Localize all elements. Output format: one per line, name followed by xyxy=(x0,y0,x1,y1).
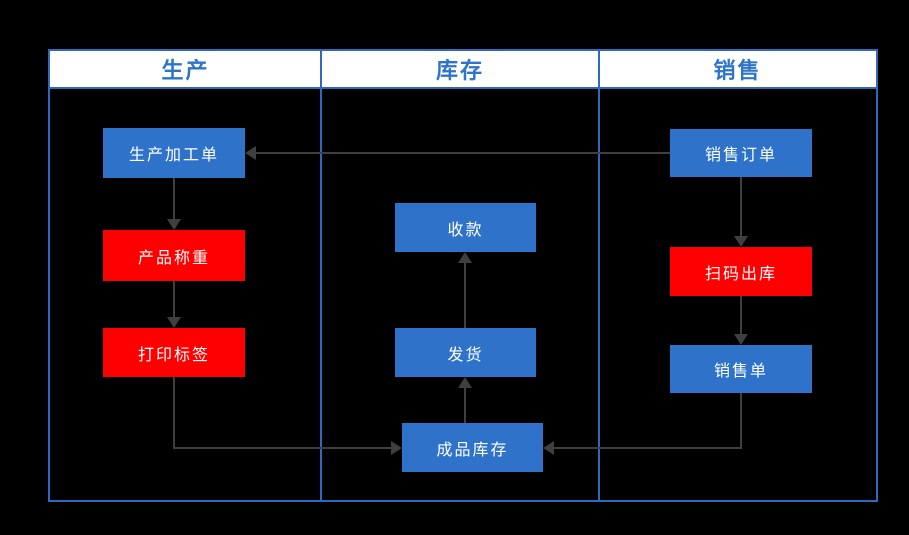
lane-header-sales: 销售 xyxy=(599,51,876,87)
node-scan-outbound: 扫码出库 xyxy=(670,247,812,296)
lane-header-inventory: 库存 xyxy=(321,51,599,87)
node-product-weighing-label: 产品称重 xyxy=(137,249,210,267)
node-receive-payment-label: 收款 xyxy=(447,221,484,239)
node-scan-outbound-label: 扫码出库 xyxy=(704,265,777,283)
node-ship-goods: 发货 xyxy=(395,328,536,377)
node-finished-inventory: 成品库存 xyxy=(402,423,543,472)
node-sales-order: 销售订单 xyxy=(670,129,812,177)
node-sales-order-label: 销售订单 xyxy=(704,147,777,164)
node-production-order: 生产加工单 xyxy=(103,128,245,178)
lane-divider-inventory-sales xyxy=(598,51,600,500)
node-product-weighing: 产品称重 xyxy=(103,230,245,281)
node-sales-receipt-label: 销售单 xyxy=(713,363,768,380)
node-print-label-label: 打印标签 xyxy=(137,346,210,364)
node-ship-goods-label: 发货 xyxy=(447,346,484,364)
lane-header-inventory-label: 库存 xyxy=(435,58,484,83)
node-sales-receipt: 销售单 xyxy=(670,345,812,393)
node-print-label: 打印标签 xyxy=(103,328,245,377)
node-finished-inventory-label: 成品库存 xyxy=(436,441,509,459)
lane-header-production: 生产 xyxy=(50,51,321,87)
node-production-order-label: 生产加工单 xyxy=(128,147,219,164)
lane-header-sales-label: 销售 xyxy=(713,58,762,83)
swimlane-table: 生产 库存 销售 生产加工单 产品称重 打印标签 收款 发货 成品库存 销售订单… xyxy=(48,49,878,502)
lane-divider-production-inventory xyxy=(320,51,322,500)
node-receive-payment: 收款 xyxy=(395,203,536,252)
lane-header-row: 生产 库存 销售 xyxy=(50,51,876,89)
lane-header-production-label: 生产 xyxy=(161,58,210,83)
